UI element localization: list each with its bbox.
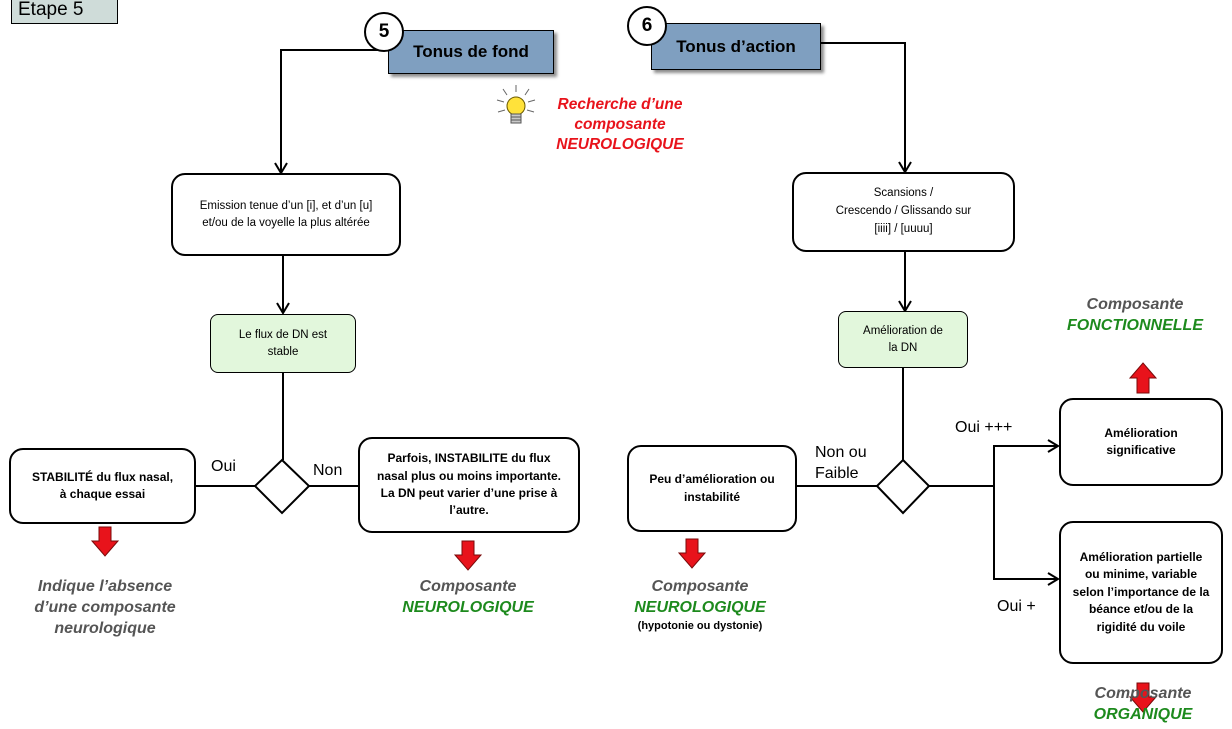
conclusion-line-1: Indique l’absence [37, 578, 173, 595]
result-stability: STABILITÉ du flux nasal, à chaque essai [9, 448, 196, 524]
conclusion-line-3: neurologique [54, 619, 156, 637]
conclusion-line-2: d’une composante [34, 598, 176, 616]
conclusion-organique-text: ORGANIQUE [1093, 706, 1193, 723]
title-tonus-de-fond: Tonus de fond [388, 30, 554, 74]
red-down-arrow-icon [90, 526, 120, 557]
question-box-left: Le flux de DN est stable [210, 314, 356, 373]
red-down-arrow-icon [1128, 682, 1158, 713]
conclusion-composante: Composante [651, 578, 749, 595]
instruction-box-left: Emission tenue d’un [i], et d’un [u] et/… [171, 173, 401, 256]
conclusion-composante: Composante [419, 578, 517, 595]
decision-diamond-left [253, 458, 311, 515]
label-non-ou-faible: Non ou Faible [815, 444, 867, 482]
label-non-left: Non [313, 462, 343, 479]
connector-title6-to-instruction [821, 42, 912, 174]
result-partial-improvement: Amélioration partielle ou minime, variab… [1059, 521, 1223, 664]
decision-diamond-right [875, 458, 931, 515]
label-oui-left: Oui [211, 458, 236, 475]
conclusion-fonctionnelle: Composante FONCTIONNELLE [1040, 295, 1230, 337]
conclusion-absence-neuro: Indique l’absence d’une composante neuro… [10, 577, 200, 639]
conclusion-hypotonie-dystonie: (hypotonie ou dystonie) [637, 619, 763, 632]
result-low-improvement: Peu d’amélioration ou instabilité [627, 445, 797, 532]
hint-line-1: Recherche d’une [557, 96, 683, 113]
red-down-arrow-icon [453, 540, 483, 571]
conclusion-neurologique: NEUROLOGIQUE [402, 598, 534, 616]
conclusion-neuro-left: Composante NEUROLOGIQUE [368, 577, 568, 619]
connector-oui-plus-plus [993, 439, 1060, 486]
connector-title5-to-instruction [274, 49, 388, 175]
conclusion-organique-label: ORGANIQUE [1043, 705, 1232, 726]
instruction-line-3: [iiii] / [uuuu] [874, 222, 933, 235]
conclusion-neurologique: NEUROLOGIQUE [634, 598, 766, 616]
hint-neurological: Recherche d’une composante NEUROLOGIQUE [535, 95, 705, 155]
lightbulb-icon [496, 85, 536, 124]
conclusion-organique: Composante [1043, 684, 1232, 705]
result-significant-improvement: Amélioration significative [1059, 398, 1223, 486]
step-number-6: 6 [627, 6, 667, 46]
instruction-line-1: Scansions / [873, 187, 934, 200]
step-number-5: 5 [364, 12, 404, 52]
label-oui-plus-plus-plus: Oui +++ [955, 419, 1013, 436]
hint-line-2: composante [574, 116, 666, 134]
instruction-box-right: Scansions / Crescendo / Glissando sur [i… [792, 172, 1015, 252]
red-up-arrow-icon [1128, 362, 1158, 394]
connector-oui-plus [993, 486, 1060, 586]
question-box-right: Amélioration de la DN [838, 311, 968, 368]
conclusion-composante: Composante [1086, 296, 1184, 313]
result-instability: Parfois, INSTABILITE du flux nasal plus … [358, 437, 580, 533]
conclusion-neuro-right: Composante NEUROLOGIQUE (hypotonie ou dy… [600, 577, 800, 633]
conclusion-composante: Composante [1094, 685, 1192, 702]
red-down-arrow-icon [677, 538, 707, 569]
label-oui-plus: Oui + [997, 598, 1036, 615]
conclusion-fonctionnelle-text: FONCTIONNELLE [1067, 316, 1203, 334]
hint-line-3: NEUROLOGIQUE [556, 136, 684, 154]
step-label: Etape 5 [11, 0, 118, 24]
instruction-line-2: Crescendo / Glissando sur [835, 205, 972, 218]
title-tonus-d-action: Tonus d’action [651, 23, 821, 70]
